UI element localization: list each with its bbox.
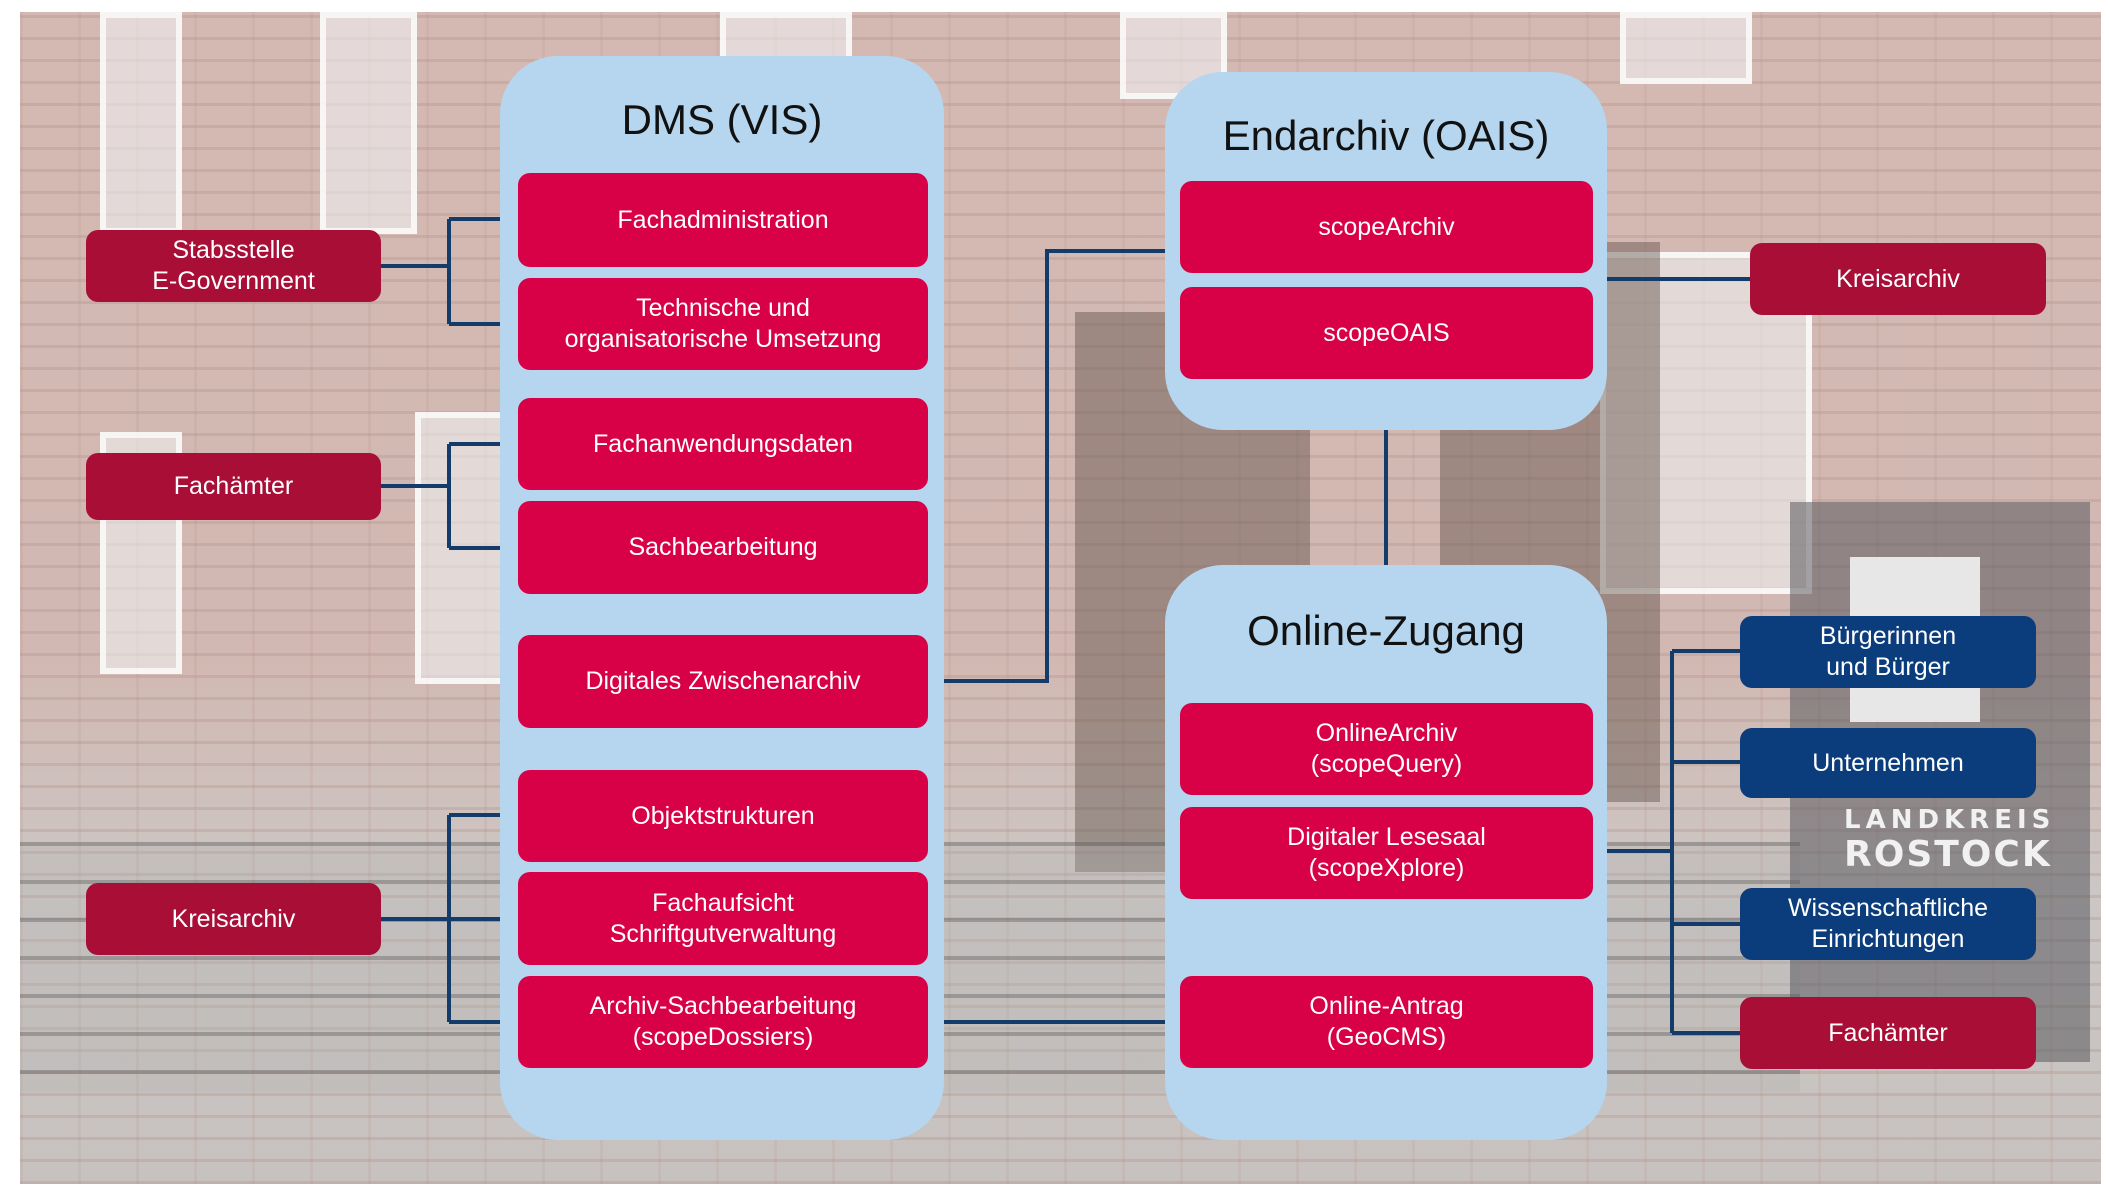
dms-item-archiv-sachbearbeitung: Archiv-Sachbearbeitung (scopeDossiers) [518, 976, 928, 1068]
item-label-line: Schriftgutverwaltung [609, 919, 837, 948]
connector-zwischenarchiv-endarchiv [928, 249, 1180, 683]
item-label-line: (scopeDossiers) [632, 1023, 814, 1051]
actor-fachaemter-left: Fachämter [86, 453, 381, 520]
online-item-onlinearchiv: OnlineArchiv (scopeQuery) [1180, 703, 1593, 795]
dms-item-fachaufsicht: Fachaufsicht Schriftgutverwaltung [518, 872, 928, 965]
item-label-line: (GeoCMS) [1326, 1023, 1447, 1051]
dms-item-fachanwendungsdaten: Fachanwendungsdaten [518, 398, 928, 490]
dms-item-digitales-zwischenarchiv: Digitales Zwischenarchiv [518, 635, 928, 728]
actor-label-line: und Bürger [1826, 653, 1950, 681]
item-label-line: Archiv-Sachbearbeitung [589, 992, 857, 1020]
actor-label-line: Kreisarchiv [1836, 264, 1960, 293]
actor-buergerinnen-und-buerger: Bürgerinnen und Bürger [1740, 616, 2036, 688]
connector-online-users [1607, 649, 1740, 1035]
actor-unternehmen: Unternehmen [1740, 728, 2036, 798]
item-label-line: Digitaler Lesesaal [1287, 823, 1486, 851]
connector-fachaemter-left [381, 442, 518, 550]
endarchiv-title: Endarchiv (OAIS) [1222, 112, 1550, 159]
online-item-online-antrag: Online-Antrag (GeoCMS) [1180, 976, 1593, 1068]
item-label-line: scopeArchiv [1318, 212, 1455, 241]
landkreis-logo-line2: ROSTOCK [1844, 834, 2052, 875]
dms-item-sachbearbeitung: Sachbearbeitung [518, 501, 928, 594]
endarchiv-item-scopearchiv: scopeArchiv [1180, 181, 1593, 273]
background-window [1620, 12, 1752, 84]
endarchiv-item-scopeoais: scopeOAIS [1180, 287, 1593, 379]
item-label-line: Online-Antrag [1309, 992, 1464, 1020]
background-window [320, 12, 417, 234]
actor-fachaemter-right: Fachämter [1740, 997, 2036, 1069]
actor-label-line: Fachämter [173, 472, 294, 500]
item-label-line: scopeOAIS [1323, 318, 1450, 347]
item-label-line: (scopeQuery) [1310, 750, 1463, 778]
background-window [100, 12, 182, 234]
item-label-line: Objektstrukturen [631, 801, 815, 830]
actor-label-line: Wissenschaftliche [1787, 894, 1989, 922]
item-label-line: Fachadministration [617, 205, 829, 234]
actor-label-line: Stabsstelle [172, 236, 295, 264]
dms-item-objektstrukturen: Objektstrukturen [518, 770, 928, 862]
dms-item-technische-umsetzung: Technische und organisatorische Umsetzun… [518, 278, 928, 370]
actor-label-line: Bürgerinnen [1819, 622, 1957, 650]
item-label-line: Technische und [636, 294, 810, 322]
connector-stabsstelle [381, 217, 518, 326]
dms-item-fachadministration: Fachadministration [518, 173, 928, 267]
actor-kreisarchiv-left: Kreisarchiv [86, 883, 381, 955]
online-zugang-title: Online-Zugang [1247, 607, 1525, 654]
item-label-line: Fachanwendungsdaten [593, 429, 853, 458]
item-label-line: OnlineArchiv [1315, 719, 1458, 747]
actor-label-line: Kreisarchiv [171, 904, 296, 933]
item-label-line: organisatorische Umsetzung [564, 325, 882, 353]
online-item-digitaler-lesesaal: Digitaler Lesesaal (scopeXplore) [1180, 807, 1593, 899]
connector-kreisarchiv-left [381, 813, 518, 1024]
item-label-line: Sachbearbeitung [628, 533, 818, 561]
actor-label-line: Unternehmen [1812, 748, 1964, 777]
actor-kreisarchiv-right: Kreisarchiv [1750, 243, 2046, 315]
actor-label-line: Einrichtungen [1811, 925, 1965, 953]
item-label-line: Fachaufsicht [652, 888, 794, 917]
item-label-line: (scopeXplore) [1308, 854, 1465, 882]
landkreis-logo-line1: LANDKREIS [1844, 805, 2056, 835]
actor-label-line: Fachämter [1828, 1018, 1948, 1047]
dms-title: DMS (VIS) [621, 96, 823, 143]
actor-wissenschaftliche-einrichtungen: Wissenschaftliche Einrichtungen [1740, 888, 2036, 960]
item-label-line: Digitales Zwischenarchiv [585, 667, 861, 695]
actor-stabsstelle-e-government: Stabsstelle E-Government [86, 230, 381, 302]
actor-label-line: E-Government [152, 267, 315, 295]
